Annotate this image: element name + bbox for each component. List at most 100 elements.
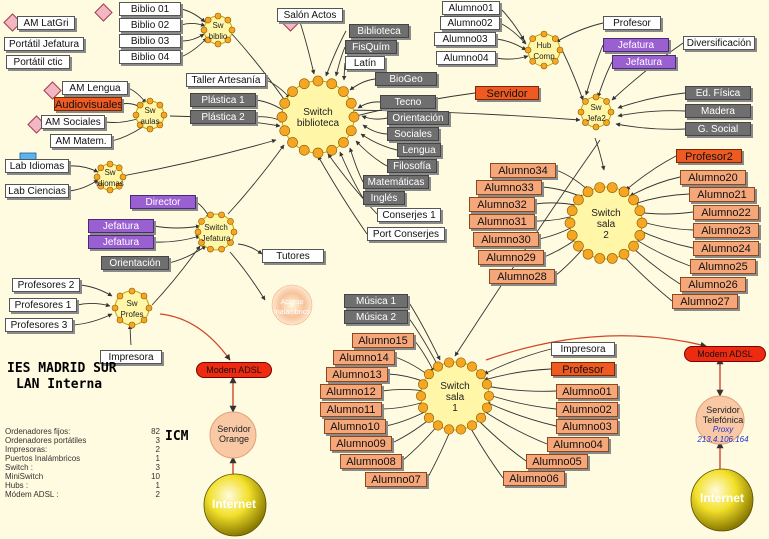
- node-biblio-03[interactable]: Biblio 03: [119, 34, 181, 48]
- node-alumno10[interactable]: Alumno10: [324, 419, 386, 434]
- node-profesores-2[interactable]: Profesores 2: [12, 278, 80, 292]
- switch-port: [564, 217, 576, 229]
- node-alumno03-hub[interactable]: Alumno03: [434, 32, 496, 46]
- node-musica-2[interactable]: Música 2: [344, 310, 408, 324]
- switch-port: [204, 36, 212, 44]
- node-am-matem[interactable]: AM Matem.: [50, 134, 112, 148]
- node-alumno03-sala1[interactable]: Alumno03: [556, 419, 618, 434]
- switch-port: [146, 97, 154, 105]
- node-latin[interactable]: Latín: [345, 56, 385, 70]
- node-alumno15[interactable]: Alumno15: [352, 333, 414, 348]
- switch-port: [312, 147, 324, 159]
- node-tecno[interactable]: Tecno: [380, 95, 436, 109]
- node-alumno32[interactable]: Alumno32: [469, 197, 535, 212]
- node-alumno14[interactable]: Alumno14: [333, 350, 395, 365]
- node-director[interactable]: Director: [130, 195, 196, 209]
- node-alumno06-sala1[interactable]: Alumno06: [503, 471, 565, 486]
- node-alumno05-sala1[interactable]: Alumno05: [526, 454, 588, 469]
- node-biblioteca[interactable]: Biblioteca: [349, 24, 409, 38]
- node-alumno33[interactable]: Alumno33: [476, 180, 542, 195]
- node-alumno26[interactable]: Alumno26: [680, 277, 746, 292]
- node-filosofia[interactable]: Filosofía: [387, 159, 437, 173]
- node-alumno23[interactable]: Alumno23: [693, 223, 759, 238]
- node-alumno13[interactable]: Alumno13: [326, 367, 388, 382]
- node-alumno02-sala1[interactable]: Alumno02: [556, 402, 618, 417]
- node-diversificacion[interactable]: Diversificación: [683, 36, 755, 50]
- node-alumno27[interactable]: Alumno27: [672, 294, 738, 309]
- node-lengua[interactable]: Lengua: [397, 143, 441, 157]
- node-port-conserjes[interactable]: Port Conserjes: [367, 227, 445, 241]
- node-jefatura-a[interactable]: Jefatura: [88, 219, 154, 233]
- node-alumno11[interactable]: Alumno11: [320, 402, 382, 417]
- node-salon-actos[interactable]: Salón Actos: [277, 8, 343, 22]
- node-alumno25[interactable]: Alumno25: [690, 259, 756, 274]
- node-g-social[interactable]: G. Social: [685, 122, 751, 136]
- node-tutores[interactable]: Tutores: [262, 249, 324, 263]
- node-sociales[interactable]: Sociales: [387, 127, 439, 141]
- node-alumno20[interactable]: Alumno20: [680, 170, 746, 185]
- node-orientacion[interactable]: Orientación: [387, 111, 449, 125]
- node-alumno02-hub[interactable]: Alumno02: [440, 16, 500, 30]
- node-biblio-01[interactable]: Biblio 01: [119, 2, 181, 16]
- node-profesor2[interactable]: Profesor2: [676, 149, 742, 163]
- node-impresora-left[interactable]: Impresora: [100, 350, 162, 364]
- node-orientacion-jefatura[interactable]: Orientación: [101, 256, 169, 270]
- node-biogeo[interactable]: BioGeo: [375, 72, 437, 86]
- node-jefatura-right-b[interactable]: Jefatura: [612, 55, 676, 69]
- node-alumno22[interactable]: Alumno22: [693, 205, 759, 220]
- node-portatil-ctic[interactable]: Portátil ctic: [6, 55, 70, 69]
- node-biblio-02[interactable]: Biblio 02: [119, 18, 181, 32]
- node-alumno08[interactable]: Alumno08: [340, 454, 402, 469]
- node-alumno29[interactable]: Alumno29: [478, 250, 544, 265]
- node-plastica-2[interactable]: Plástica 2: [190, 110, 256, 124]
- node-audiovisuales[interactable]: Audiovisuales: [54, 97, 122, 111]
- node-alumno12[interactable]: Alumno12: [320, 384, 382, 399]
- node-lab-ciencias[interactable]: Lab Ciencias: [5, 184, 69, 198]
- switch-port: [634, 229, 646, 241]
- node-alumno21[interactable]: Alumno21: [689, 187, 755, 202]
- link-line: [127, 87, 147, 104]
- node-alumno04-hub[interactable]: Alumno04: [436, 51, 496, 65]
- node-madera[interactable]: Madera: [685, 104, 751, 118]
- server-telefonica-line-2: Telefónica: [702, 415, 744, 425]
- node-impresora-sala1[interactable]: Impresora: [551, 342, 615, 356]
- node-alumno24[interactable]: Alumno24: [693, 241, 759, 256]
- node-conserjes-1[interactable]: Conserjes 1: [377, 208, 441, 222]
- node-portatil-jefatura[interactable]: Portátil Jefatura: [4, 37, 84, 51]
- node-musica-1[interactable]: Música 1: [344, 294, 408, 308]
- node-alumno04-sala1[interactable]: Alumno04: [547, 437, 609, 452]
- node-am-latgri[interactable]: AM LatGri: [17, 16, 75, 30]
- node-ed-fisica[interactable]: Ed. Física: [685, 86, 751, 100]
- node-jefatura-right-a[interactable]: Jefatura: [603, 38, 669, 52]
- node-alumno34[interactable]: Alumno34: [490, 163, 556, 178]
- node-jefatura-b[interactable]: Jefatura: [88, 235, 154, 249]
- switch-port: [540, 30, 548, 38]
- node-am-lengua[interactable]: AM Lengua: [62, 81, 128, 95]
- node-ingles[interactable]: Inglés: [363, 191, 405, 205]
- node-biblio-04[interactable]: Biblio 04: [119, 50, 181, 64]
- node-alumno31[interactable]: Alumno31: [469, 214, 535, 229]
- switch-port: [592, 123, 600, 131]
- node-alumno30[interactable]: Alumno30: [473, 232, 539, 247]
- modem-adsl-left[interactable]: Modem ADSL: [196, 362, 272, 378]
- node-matematicas[interactable]: Matemáticas: [363, 175, 429, 189]
- node-alumno09[interactable]: Alumno09: [330, 436, 392, 451]
- node-alumno01-sala1[interactable]: Alumno01: [556, 384, 618, 399]
- switch-port: [444, 424, 455, 435]
- modem-adsl-right[interactable]: Modem ADSL: [684, 346, 766, 362]
- node-am-sociales[interactable]: AM Sociales: [41, 115, 105, 129]
- node-taller-artesania[interactable]: Taller Artesanía: [186, 73, 266, 87]
- node-servidor[interactable]: Servidor: [475, 86, 539, 100]
- node-profesor-top[interactable]: Profesor: [603, 16, 661, 30]
- node-profesores-3[interactable]: Profesores 3: [5, 318, 73, 332]
- node-plastica-1[interactable]: Plástica 1: [190, 93, 256, 107]
- node-lab-idiomas[interactable]: Lab Idiomas: [5, 159, 69, 173]
- node-profesor-sala1[interactable]: Profesor: [551, 362, 615, 376]
- node-profesores-1[interactable]: Profesores 1: [9, 298, 77, 312]
- switch-port: [628, 240, 639, 252]
- node-fisquim[interactable]: FisQuím: [345, 40, 397, 54]
- node-alumno07[interactable]: Alumno07: [365, 472, 427, 487]
- node-alumno01-hub[interactable]: Alumno01: [442, 1, 500, 15]
- node-alumno28[interactable]: Alumno28: [489, 269, 555, 284]
